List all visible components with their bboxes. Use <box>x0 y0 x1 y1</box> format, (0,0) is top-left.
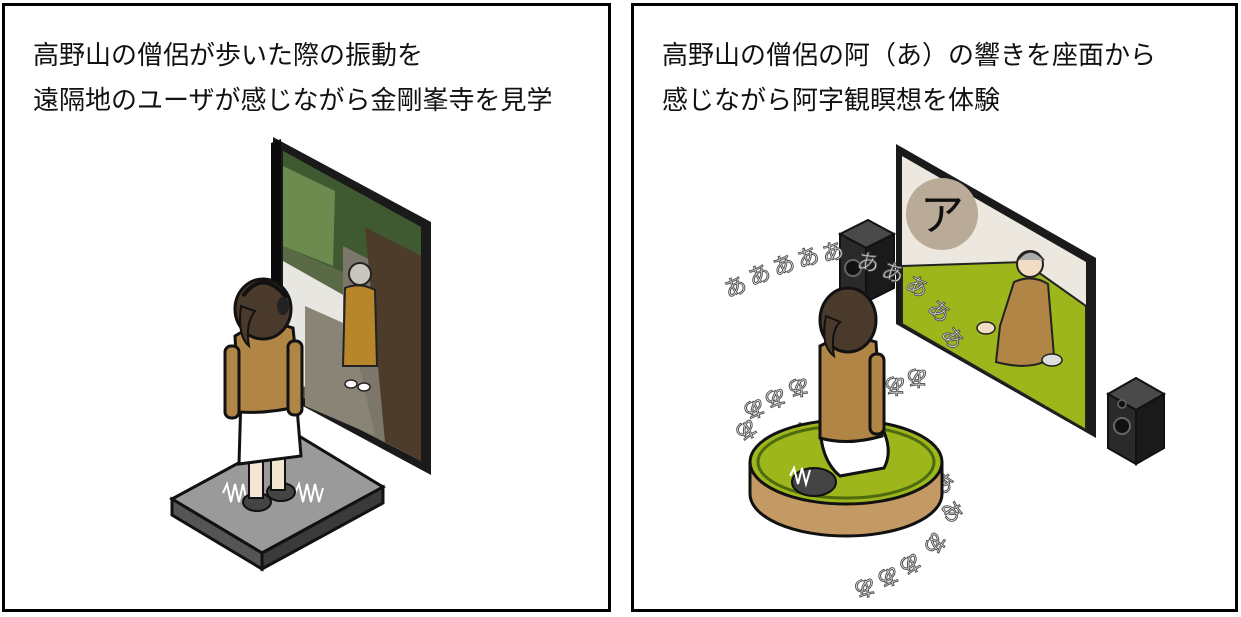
panel-meditation: 高野山の僧侶の阿（あ）の響きを座面から 感じながら阿字観瞑想を体験 ア <box>631 3 1238 612</box>
vibration-wave-right <box>294 480 324 503</box>
sound-glyph: あ <box>785 372 811 400</box>
caption-temple-tour: 高野山の僧侶が歩いた際の振動を 遠隔地のユーザが感じながら金剛峯寺を見学 <box>33 34 552 124</box>
sound-glyph: あ <box>770 251 799 282</box>
illustration-walking-vibration <box>168 137 431 572</box>
bonji-a-glyph: ア <box>920 190 964 241</box>
display-screen <box>271 137 431 475</box>
sound-glyph: あ <box>745 260 775 291</box>
user-seated <box>789 286 890 497</box>
caption-line-2: 感じながら阿字観瞑想を体験 <box>662 86 1001 116</box>
caption-line-1: 高野山の僧侶の阿（あ）の響きを座面から <box>662 41 1157 71</box>
headphones-icon <box>241 280 289 300</box>
user-standing <box>223 277 304 512</box>
panel-temple-tour: 高野山の僧侶が歩いた際の振動を 遠隔地のユーザが感じながら金剛峯寺を見学 <box>2 3 611 612</box>
caption-line-2: 遠隔地のユーザが感じながら金剛峯寺を見学 <box>33 86 553 116</box>
caption-line-1: 高野山の僧侶が歩いた際の振動を <box>33 41 424 71</box>
sound-glyph: あ <box>721 272 751 303</box>
sound-glyph: あ <box>906 364 928 389</box>
speaker-right-icon <box>1105 376 1167 466</box>
illustration-ajikan-meditation: ア あ あ あ あ あ あ あ あ あ あ あ あ あ あ あ <box>720 144 1167 602</box>
sound-glyph: あ <box>794 243 823 274</box>
speaker-left-icon <box>837 218 897 304</box>
sound-glyph: あ <box>851 572 878 601</box>
monk-seated <box>976 250 1063 367</box>
monk-walking <box>341 262 379 392</box>
display-screen: ア <box>896 144 1096 438</box>
sound-glyph: あ <box>918 527 951 559</box>
sound-glyph: あ <box>884 372 906 397</box>
caption-meditation: 高野山の僧侶の阿（あ）の響きを座面から 感じながら阿字観瞑想を体験 <box>662 34 1156 124</box>
sound-glyph: あ <box>855 249 881 277</box>
